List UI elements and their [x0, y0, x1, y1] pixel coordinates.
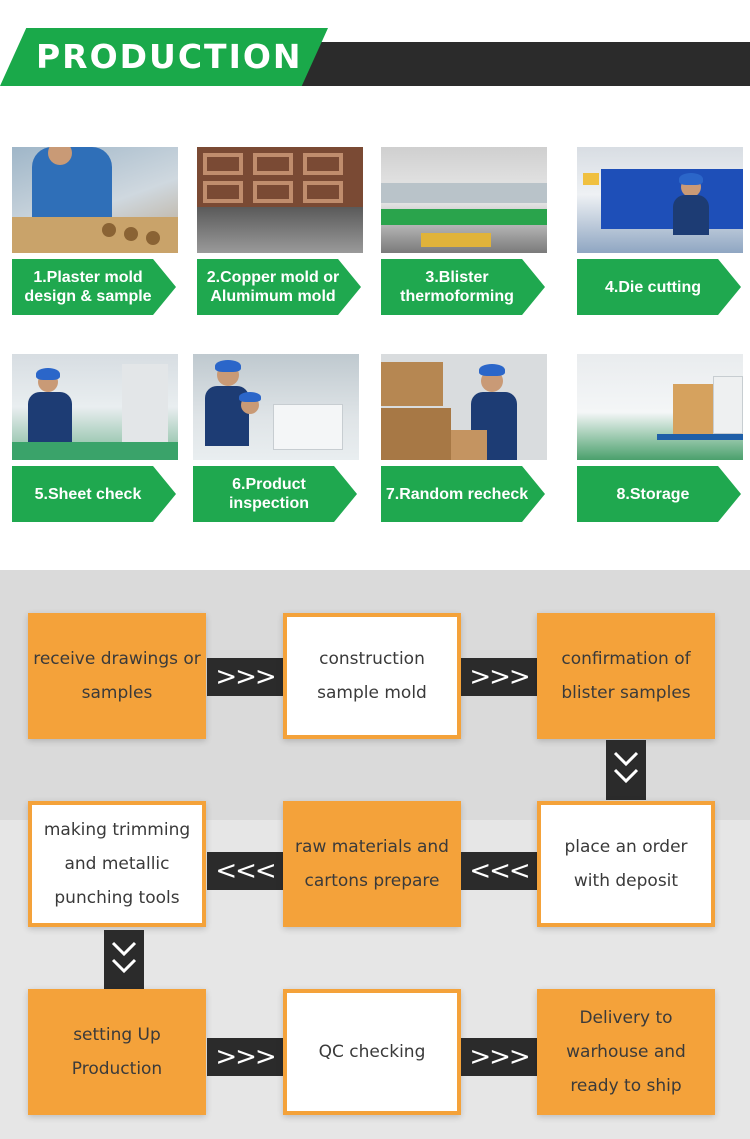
photo-plaster-mold: [12, 147, 178, 253]
flow-arrow-left: <<<: [461, 852, 537, 890]
banner-green-tab: [0, 28, 328, 86]
step-copper-mold: 2.Copper mold or Alumimum mold: [197, 147, 367, 315]
step-plaster-mold: 1.Plaster mold design & sample: [12, 147, 182, 315]
flow-arrow-right: >>>: [207, 658, 283, 696]
step-label: 8.Storage: [577, 466, 741, 522]
photo-sheet-check: [12, 354, 178, 460]
flow-step-raw-materials: raw materials and cartons prepare: [283, 801, 461, 927]
photo-random-recheck: [381, 354, 547, 460]
chevron-down-icon: [613, 751, 639, 784]
flow-arrow-right: >>>: [207, 1038, 283, 1076]
flow-arrow-left: <<<: [207, 852, 283, 890]
photo-storage: [577, 354, 743, 460]
flow-step-confirmation: confirmation of blister samples: [537, 613, 715, 739]
flow-step-construction-mold: construction sample mold: [283, 613, 461, 739]
flow-step-delivery: Delivery to warhouse and ready to ship: [537, 989, 715, 1115]
step-blister-thermoforming: 3.Blister thermoforming: [381, 147, 551, 315]
flow-step-text: place an order with deposit: [564, 837, 688, 891]
flow-step-text: QC checking: [318, 1042, 426, 1062]
step-label: 3.Blister thermoforming: [381, 259, 545, 315]
flow-step-text: Delivery to warhouse and ready to ship: [566, 1008, 686, 1096]
production-banner: PRODUCTION: [0, 28, 750, 88]
photo-copper-mold: [197, 147, 363, 253]
flow-arrow-right: >>>: [461, 658, 537, 696]
step-label: 1.Plaster mold design & sample: [12, 259, 176, 315]
flow-step-receive-drawings: receive drawings or samples: [28, 613, 206, 739]
flow-step-text: receive drawings or samples: [33, 649, 201, 703]
step-label: 2.Copper mold or Alumimum mold: [197, 259, 361, 315]
flow-step-setting-up-production: setting Up Production: [28, 989, 206, 1115]
flow-step-text: making trimming and metallic punching to…: [43, 820, 191, 908]
flow-step-text: construction sample mold: [317, 649, 427, 703]
step-die-cutting: 4.Die cutting: [577, 147, 747, 315]
flow-arrow-right: >>>: [461, 1038, 537, 1076]
flow-step-text: raw materials and cartons prepare: [295, 837, 449, 891]
step-random-recheck: 7.Random recheck: [381, 354, 551, 522]
photo-product-inspection: [193, 354, 359, 460]
flow-arrow-down: [606, 740, 646, 800]
step-label: 6.Product inspection: [193, 466, 357, 522]
flow-step-place-order: place an order with deposit: [537, 801, 715, 927]
photo-die-cutting: [577, 147, 743, 253]
flow-step-text: confirmation of blister samples: [561, 649, 691, 703]
step-label: 4.Die cutting: [577, 259, 741, 315]
banner-dark-strip: [296, 42, 750, 86]
chevron-down-icon: [111, 941, 137, 974]
step-label: 7.Random recheck: [381, 466, 545, 522]
page-title: PRODUCTION: [36, 37, 303, 76]
step-product-inspection: 6.Product inspection: [193, 354, 363, 522]
photo-thermoforming: [381, 147, 547, 253]
step-sheet-check: 5.Sheet check: [12, 354, 182, 522]
flow-step-qc-checking: QC checking: [283, 989, 461, 1115]
flow-step-text: setting Up Production: [71, 1025, 163, 1079]
step-storage: 8.Storage: [577, 354, 747, 522]
flow-step-trimming-tools: making trimming and metallic punching to…: [28, 801, 206, 927]
flow-arrow-down: [104, 930, 144, 990]
step-label: 5.Sheet check: [12, 466, 176, 522]
